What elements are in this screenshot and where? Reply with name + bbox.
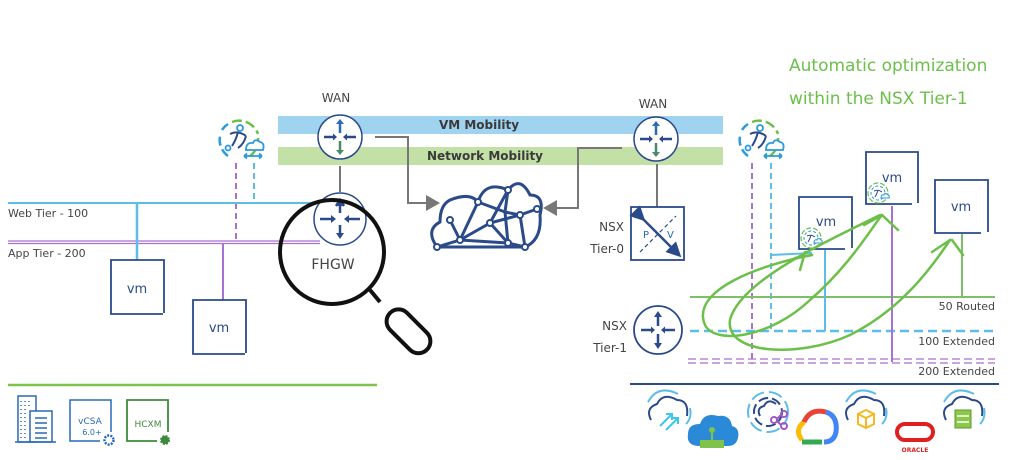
right-hcx-interconnect-icon (738, 119, 785, 160)
hcxm-label: HCXM (135, 420, 162, 430)
cloud-network-icon (747, 391, 789, 433)
title-line1: Automatic optimization (789, 56, 987, 76)
network-cloud-icon (430, 182, 543, 251)
right-wan-label: WAN (639, 97, 667, 111)
extended-200-label: 200 Extended (918, 365, 995, 378)
vm-label: vm (127, 282, 147, 297)
optimization-arrows (701, 213, 965, 351)
nsx-tier0-icon: P V (629, 205, 685, 261)
oracle-cloud-icon: ORACLE (895, 422, 935, 454)
vm-label: vm (882, 171, 902, 186)
network-mobility-label: Network Mobility (427, 149, 543, 163)
tier0-v-label: V (667, 230, 674, 241)
tier0-p-label: P (643, 230, 649, 241)
routed-50-label: 50 Routed (939, 300, 995, 313)
title-line2: within the NSX Tier-1 (789, 89, 968, 109)
vm-mobility-label: VM Mobility (439, 118, 519, 132)
extended-100-label: 100 Extended (918, 335, 995, 348)
magnifier-icon (278, 198, 433, 356)
tier1-label-line2: Tier-1 (592, 341, 627, 355)
left-vm-web: vm (110, 259, 165, 315)
google-cloud-icon (796, 408, 839, 445)
cloud-storage-icon (943, 389, 986, 429)
vcsa-icon: vCSA 6.0+ (69, 399, 115, 446)
vm-mobility-band (278, 116, 723, 134)
cloud-package-icon (845, 389, 888, 430)
right-wan-to-cloud-connector (543, 147, 622, 216)
app-tier-label: App Tier - 200 (8, 247, 86, 260)
oracle-label: ORACLE (902, 447, 929, 454)
hcxm-icon: HCXM (126, 399, 170, 445)
azure-cloud-icon (687, 415, 739, 448)
left-wan-router-icon (316, 113, 364, 161)
vm-label: vm (816, 215, 836, 230)
right-vm-200: vm (865, 151, 919, 205)
web-tier-label: Web Tier - 100 (8, 207, 88, 220)
nsx-tier1-router-icon (632, 304, 684, 356)
tier0-label-line2: Tier-0 (589, 242, 624, 256)
left-wan-to-cloud-connector (375, 136, 440, 211)
fhgw-label: FHGW (311, 257, 354, 273)
network-mobility-band (278, 147, 723, 165)
app-tier-segment-line (8, 240, 320, 245)
tier1-label-line1: NSX (602, 319, 627, 333)
vcsa-label: vCSA (78, 417, 102, 427)
extended-200-segment-line (688, 358, 995, 364)
vmware-cloud-migrate-icon (647, 389, 692, 431)
vm-label: vm (209, 321, 229, 336)
left-wan-label: WAN (322, 91, 350, 105)
vcsa-version-label: 6.0+ (82, 428, 101, 437)
left-hcx-interconnect-icon (218, 119, 265, 160)
tier0-label-line1: NSX (599, 220, 624, 234)
right-vm-50: vm (934, 179, 989, 234)
datacenter-building-icon (15, 395, 56, 443)
right-wan-router-icon (632, 115, 680, 163)
vm-label: vm (951, 200, 971, 215)
left-vm-app: vm (192, 299, 247, 355)
